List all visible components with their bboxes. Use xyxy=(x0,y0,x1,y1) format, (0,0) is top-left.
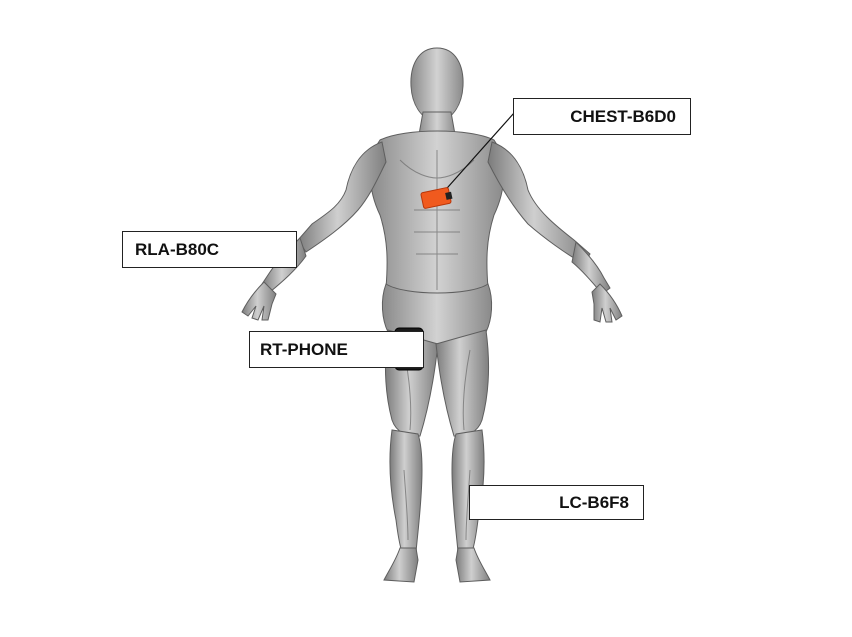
chest-callout-line xyxy=(439,112,515,197)
chest-sensor-label: CHEST-B6D0 xyxy=(513,98,691,135)
chest-sensor-label-text: CHEST-B6D0 xyxy=(570,107,676,126)
rt-phone-label: RT-PHONE xyxy=(249,331,424,368)
chest-sensor-icon xyxy=(420,187,453,209)
rla-sensor-label-text: RLA-B80C xyxy=(135,240,220,259)
lc-sensor-label-text: LC-B6F8 xyxy=(559,493,629,512)
muscle-detail xyxy=(399,150,475,541)
left-thigh xyxy=(435,329,490,437)
left-forearm xyxy=(571,240,611,295)
left-foot xyxy=(455,547,491,583)
rt-phone-label-text: RT-PHONE xyxy=(260,340,348,359)
left-hand xyxy=(591,283,623,323)
right-hand xyxy=(241,281,277,321)
right-foot xyxy=(383,547,419,583)
left-upper-arm xyxy=(487,141,591,265)
rla-sensor-label: RLA-B80C xyxy=(122,231,297,268)
lc-sensor-label: LC-B6F8 xyxy=(469,485,644,520)
